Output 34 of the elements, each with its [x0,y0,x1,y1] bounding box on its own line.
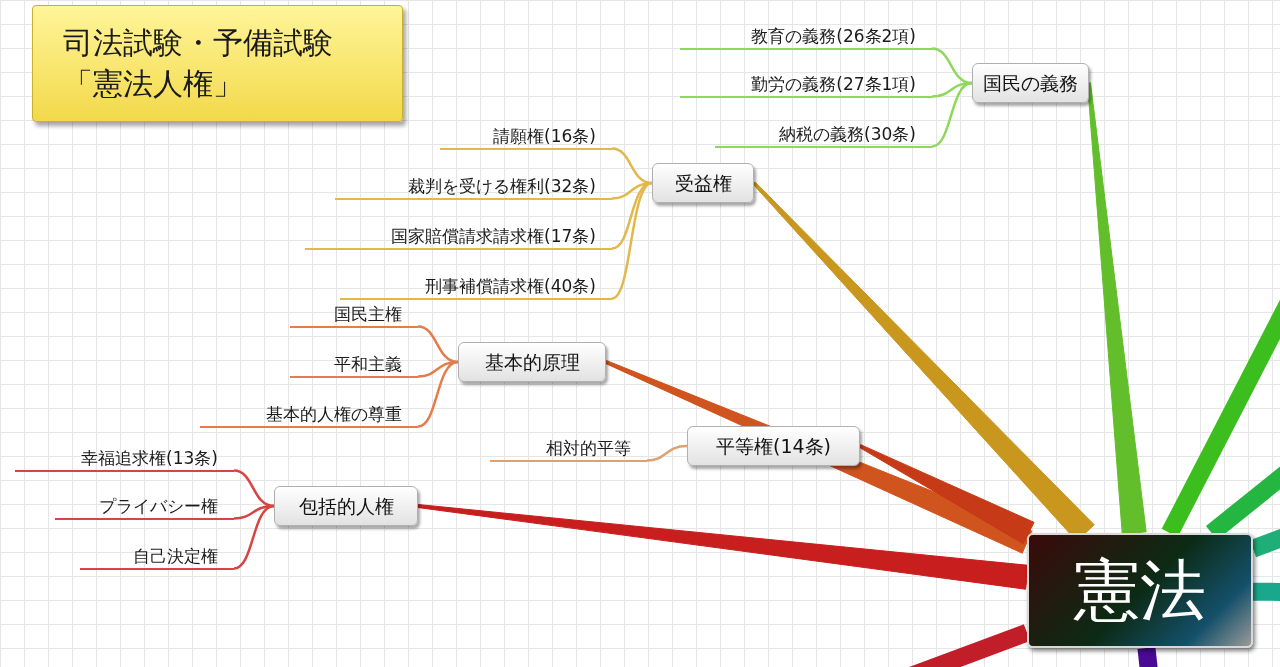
subtopic-label: 刑事補償請求権(40条) [340,274,612,300]
subtopic-label: 幸福追求権(13条) [15,446,234,472]
title-box: 司法試験・予備試験「憲法人権」 [32,5,403,122]
branch-line [417,325,459,364]
subtopic-label: 請願権(16条) [440,124,612,150]
branch-line [1252,582,1280,601]
subtopic-label: 基本的人権の尊重 [200,402,418,428]
subtopic-label: 教育の義務(26条2項) [680,24,932,50]
subtopic-label: 相対的平等 [490,436,647,462]
branch-line [417,504,1029,590]
branch-line [1137,647,1159,667]
topic-box: 基本的原理 [458,342,606,382]
subtopic-label: 平和主義 [290,352,418,378]
subtopic-label: 裁判を受ける権利(32条) [335,174,612,200]
subtopic-label: 国民主権 [290,302,418,328]
subtopic-label: プライバシー権 [55,494,234,520]
topic-box: 受益権 [652,163,754,203]
subtopic-label: 納税の義務(30条) [715,122,932,148]
branch-line [233,469,275,508]
branch-line [858,444,1035,545]
branch-line [417,360,459,428]
topic-box: 平等権(14条) [687,426,860,466]
topic-box: 包括的人権 [274,486,418,526]
topic-box: 国民の義務 [972,63,1089,103]
branch-line [646,444,688,462]
subtopic-label: 国家賠償請求請求権(17条) [305,224,612,250]
branch-line [1087,82,1147,535]
subtopic-label: 自己決定権 [80,544,234,570]
branch-line [611,181,653,300]
branch-line [233,504,275,570]
subtopic-label: 勤労の義務(27条1項) [680,72,932,98]
branch-line [611,181,653,250]
branch-line [931,81,973,148]
central-topic-box: 憲法 [1027,533,1253,648]
